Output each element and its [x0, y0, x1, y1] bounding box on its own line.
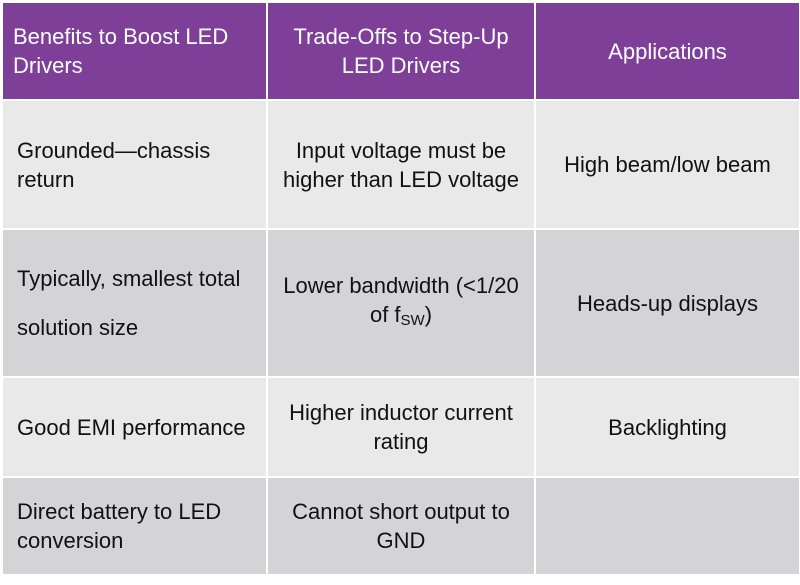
application-cell: High beam/low beam [534, 99, 800, 230]
benefit-cell: Good EMI performance [1, 376, 268, 478]
header-benefits: Benefits to Boost LED Drivers [1, 1, 268, 101]
tradeoff-cell: Lower bandwidth (<1/20 of fSW) [266, 228, 536, 378]
table-row: Direct battery to LED conversion Cannot … [1, 476, 800, 576]
application-cell: Heads-up displays [534, 228, 800, 378]
table-row: Grounded—chassis return Input voltage mu… [1, 99, 800, 230]
tradeoff-text-end: ) [424, 302, 433, 327]
benefit-text-line2: solution size [17, 315, 139, 340]
application-cell: Backlighting [534, 376, 800, 478]
tradeoff-cell: Cannot short output to GND [266, 476, 536, 576]
header-applications: Applications [534, 1, 800, 101]
switching-frequency-subscript: SW [400, 312, 425, 329]
tradeoff-text: Lower bandwidth (<1/20 of f [283, 273, 519, 327]
benefit-cell: Typically, smallest total solution size [1, 228, 268, 378]
header-tradeoffs: Trade-Offs to Step-Up LED Drivers [266, 1, 536, 101]
application-cell [534, 476, 800, 576]
table-row: Typically, smallest total solution size … [1, 228, 800, 378]
tradeoff-cell: Input voltage must be higher than LED vo… [266, 99, 536, 230]
benefit-text-line1: Typically, smallest total [17, 266, 241, 291]
table-row: Good EMI performance Higher inductor cur… [1, 376, 800, 478]
benefit-cell: Grounded—chassis return [1, 99, 268, 230]
tradeoff-cell: Higher inductor current rating [266, 376, 536, 478]
header-row: Benefits to Boost LED Drivers Trade-Offs… [1, 1, 800, 101]
benefit-cell: Direct battery to LED conversion [1, 476, 268, 576]
